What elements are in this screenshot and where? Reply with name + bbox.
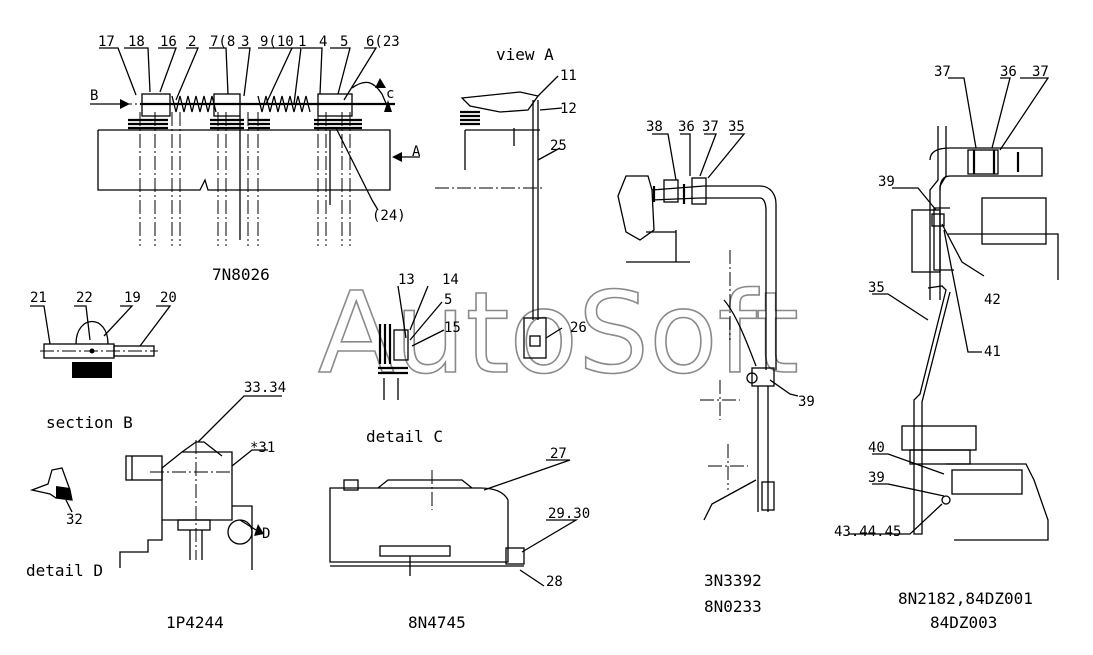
marker-d: D bbox=[262, 526, 270, 542]
assembly-3n3392-drawing bbox=[617, 133, 799, 521]
callout-3: 3 bbox=[241, 34, 249, 50]
callout-13: 13 bbox=[398, 272, 415, 288]
detail-c-label: detail C bbox=[366, 427, 443, 446]
part-number-8n4745: 8N4745 bbox=[408, 613, 466, 632]
part-number-8n0233: 8N0233 bbox=[704, 597, 762, 616]
callout-21: 21 bbox=[30, 290, 47, 306]
detail-d-drawing bbox=[29, 467, 73, 513]
assembly-8n4745-drawing bbox=[329, 459, 579, 587]
marker-a: A bbox=[412, 144, 421, 160]
detail-c-drawing bbox=[378, 285, 445, 400]
callout-31: *31 bbox=[250, 440, 275, 456]
callout-37-right-b: 37 bbox=[1032, 64, 1049, 80]
marker-c: c bbox=[386, 86, 394, 102]
callout-35-right: 35 bbox=[868, 280, 885, 296]
callout-33-34: 33.34 bbox=[244, 380, 286, 396]
callout-20: 20 bbox=[160, 290, 177, 306]
assembly-1p4244-drawing bbox=[119, 395, 282, 570]
callout-39-right-b: 39 bbox=[868, 470, 885, 486]
callout-5: 5 bbox=[340, 34, 348, 50]
callout-24: (24) bbox=[372, 208, 406, 224]
part-number-8n2182: 8N2182,84DZ001 bbox=[898, 589, 1033, 608]
callout-37-right-a: 37 bbox=[934, 64, 951, 80]
section-b-drawing bbox=[30, 305, 172, 378]
callout-18: 18 bbox=[128, 34, 145, 50]
callout-4: 4 bbox=[319, 34, 327, 50]
callout-1: 1 bbox=[298, 34, 306, 50]
section-b-label: section B bbox=[46, 413, 133, 432]
callout-39: 39 bbox=[798, 394, 815, 410]
watermark: AutoSoft bbox=[318, 269, 799, 399]
callout-6-23: 6(23 bbox=[366, 34, 400, 50]
callout-38: 38 bbox=[646, 119, 663, 135]
part-number-84dz003: 84DZ003 bbox=[930, 613, 997, 632]
callout-27: 27 bbox=[550, 446, 567, 462]
callout-12: 12 bbox=[560, 101, 577, 117]
callout-40: 40 bbox=[868, 440, 885, 456]
callout-15: 15 bbox=[444, 320, 461, 336]
callout-9-10: 9(10 bbox=[260, 34, 294, 50]
callout-39-right-a: 39 bbox=[878, 174, 895, 190]
callout-19: 19 bbox=[124, 290, 141, 306]
callout-41: 41 bbox=[984, 344, 1001, 360]
callout-43-44-45: 43.44.45 bbox=[834, 524, 901, 540]
callout-32: 32 bbox=[66, 512, 83, 528]
callout-14: 14 bbox=[442, 272, 459, 288]
callout-16: 16 bbox=[160, 34, 177, 50]
callout-22: 22 bbox=[76, 290, 93, 306]
callout-36: 36 bbox=[678, 119, 695, 135]
part-number-7n8026: 7N8026 bbox=[212, 265, 270, 284]
part-number-3n3392: 3N3392 bbox=[704, 571, 762, 590]
view-a-label: view A bbox=[496, 45, 554, 64]
view-a-drawing bbox=[435, 75, 563, 359]
detail-d-label: detail D bbox=[26, 561, 103, 580]
assembly-8n2182-drawing bbox=[848, 77, 1059, 541]
callout-36-right: 36 bbox=[1000, 64, 1017, 80]
part-number-1p4244: 1P4244 bbox=[166, 613, 224, 632]
marker-b: B bbox=[90, 88, 98, 104]
callout-35: 35 bbox=[728, 119, 745, 135]
callout-11: 11 bbox=[560, 68, 577, 84]
assembly-7n8026-drawing bbox=[90, 47, 420, 246]
callout-25: 25 bbox=[550, 138, 567, 154]
callout-37: 37 bbox=[702, 119, 719, 135]
callout-5-detail-c: 5 bbox=[444, 292, 452, 308]
callout-7-8: 7(8 bbox=[210, 34, 235, 50]
callout-2: 2 bbox=[188, 34, 196, 50]
callout-29-30: 29.30 bbox=[548, 506, 590, 522]
callout-17: 17 bbox=[98, 34, 115, 50]
callout-26: 26 bbox=[570, 320, 587, 336]
callout-28: 28 bbox=[546, 574, 563, 590]
callout-42: 42 bbox=[984, 292, 1001, 308]
